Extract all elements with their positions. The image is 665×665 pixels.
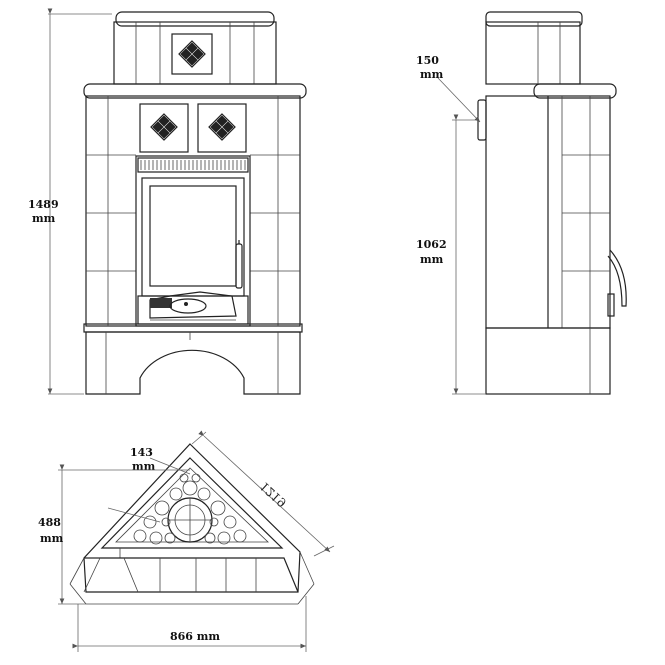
front-height-unit: mm	[32, 212, 56, 225]
front-height-value: 1489	[28, 198, 59, 211]
side-door-handle	[607, 249, 627, 317]
height-dimension-front: 1489 mm	[28, 8, 112, 395]
firebox-rings	[133, 473, 247, 545]
width-dimension-plan: 866 mm	[72, 596, 307, 652]
depth-dimension-plan: 488 mm	[38, 464, 190, 605]
side-height-unit: mm	[420, 253, 444, 266]
diamond-ornament-left	[150, 113, 178, 141]
air-vent-grille	[137, 157, 249, 173]
plan-width-label: 866 mm	[170, 630, 220, 643]
diamond-ornament-right	[208, 113, 236, 141]
diamond-ornament-top	[178, 40, 206, 68]
front-view	[83, 11, 307, 395]
plan-corner-unit: mm	[132, 460, 156, 473]
fire-door	[141, 177, 245, 297]
side-top-unit: mm	[420, 68, 444, 81]
plan-corner-value: 143	[130, 446, 153, 459]
side-view	[477, 11, 627, 395]
plan-view	[69, 443, 315, 605]
height-dimension-side: 1062 mm	[416, 114, 486, 395]
flue-offset-dimension: 150 mm	[416, 54, 481, 123]
door-handle	[235, 240, 243, 289]
ash-drawer	[137, 291, 249, 325]
plan-diagonal-label: 1219	[257, 479, 289, 510]
plan-depth-unit: mm	[40, 532, 64, 545]
plan-depth-value: 488	[38, 516, 61, 529]
side-height-value: 1062	[416, 238, 447, 251]
side-top-value: 150	[416, 54, 439, 67]
